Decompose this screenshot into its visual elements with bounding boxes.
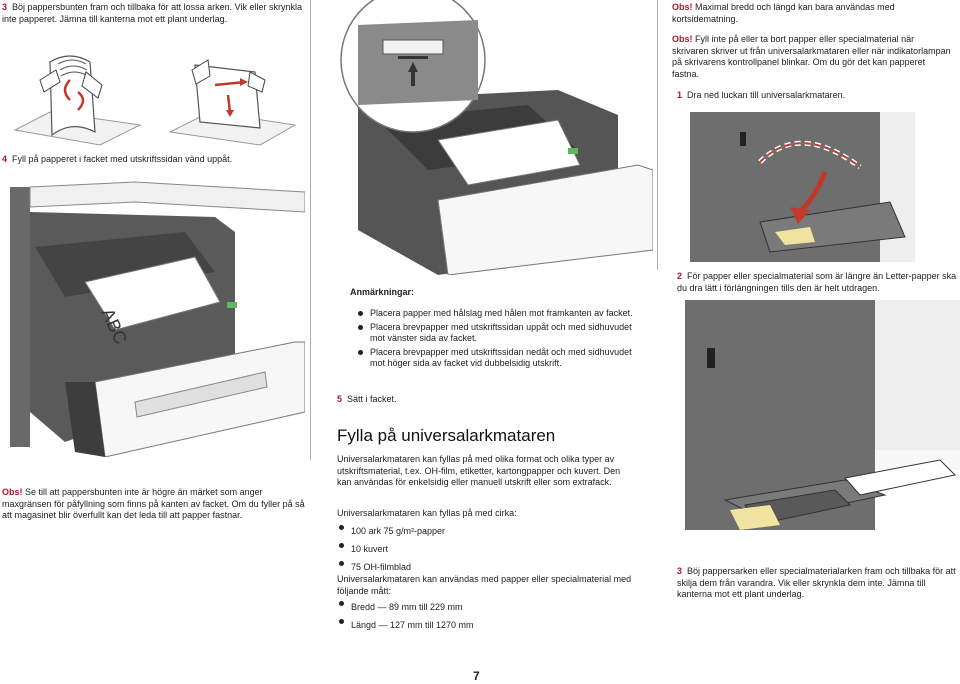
- right-obs1-label: Obs!: [672, 2, 693, 12]
- note-item: Placera brevpapper med utskriftssidan ne…: [356, 347, 648, 370]
- column-divider-right: [657, 0, 658, 270]
- note-item: Placera papper med hålslag med hålen mot…: [356, 308, 648, 320]
- left-obs-text: Se till att pappersbunten inte är högre …: [2, 487, 305, 520]
- right-step2-text: För papper eller specialmaterial som är …: [677, 271, 957, 293]
- right-obs1: Obs! Maximal bredd och längd kan bara an…: [672, 2, 932, 25]
- capacity-list: 100 ark 75 g/m²-papper 10 kuvert 75 OH-f…: [337, 522, 637, 576]
- middle-step5: 5 Sätt i facket.: [337, 394, 637, 406]
- left-step4: 4 Fyll på papperet i facket med utskrift…: [2, 154, 302, 166]
- right-step2-number: 2: [677, 271, 683, 281]
- capacity-intro: Universalarkmataren kan fyllas på med ci…: [337, 508, 517, 518]
- middle-step5-number: 5: [337, 394, 343, 404]
- section-intro: Universalarkmataren kan fyllas på med ol…: [337, 454, 621, 487]
- dimension-item: Längd — 127 mm till 1270 mm: [337, 616, 637, 634]
- right-step1-text: Dra ned luckan till universalarkmataren.: [687, 90, 846, 100]
- feeder-extension-illustration: [685, 300, 960, 550]
- dimension-item: Bredd — 89 mm till 229 mm: [337, 598, 637, 616]
- right-step2: 2 För papper eller specialmaterial som ä…: [677, 271, 960, 294]
- middle-step5-text: Sätt i facket.: [347, 394, 397, 404]
- right-obs2: Obs! Fyll inte på eller ta bort papper e…: [672, 34, 952, 80]
- right-step1: 1 Dra ned luckan till universalarkmatare…: [677, 90, 947, 102]
- section-title: Fylla på universalarkmataren: [337, 426, 556, 445]
- tray-load-illustration: ABC: [5, 172, 305, 457]
- right-obs2-text: Fyll inte på eller ta bort papper eller …: [672, 34, 951, 79]
- left-step3: 3 Böj pappersbunten fram och tillbaka fö…: [2, 2, 302, 25]
- page-number: 7: [473, 669, 480, 683]
- column-divider-left: [310, 0, 311, 460]
- paper-flex-illustration: [10, 40, 300, 155]
- left-obs-label: Obs!: [2, 487, 23, 497]
- capacity-item: 75 OH-filmblad: [337, 558, 637, 576]
- left-step3-number: 3: [2, 2, 8, 12]
- notes-list: Placera papper med hålslag med hålen mot…: [356, 308, 648, 372]
- dimensions-intro: Universalarkmataren kan användas med pap…: [337, 574, 632, 596]
- right-step1-number: 1: [677, 90, 683, 100]
- left-step3-text: Böj pappersbunten fram och tillbaka för …: [2, 2, 303, 24]
- left-obs: Obs! Se till att pappersbunten inte är h…: [2, 487, 307, 522]
- right-step3-text: Böj pappersarken eller specialmaterialar…: [677, 566, 956, 599]
- feeder-door-illustration: [690, 112, 915, 262]
- left-step4-number: 4: [2, 154, 8, 164]
- note-item: Placera brevpapper med utskriftssidan up…: [356, 322, 648, 345]
- right-step3-number: 3: [677, 566, 683, 576]
- right-obs2-label: Obs!: [672, 34, 693, 44]
- notes-title: Anmärkningar:: [350, 287, 415, 297]
- right-obs1-text: Maximal bredd och längd kan bara använda…: [672, 2, 895, 24]
- right-step3: 3 Böj pappersarken eller specialmaterial…: [677, 566, 957, 601]
- capacity-item: 100 ark 75 g/m²-papper: [337, 522, 637, 540]
- printer-tray-closeup-illustration: [318, 0, 653, 275]
- left-step4-text: Fyll på papperet i facket med utskriftss…: [12, 154, 233, 164]
- capacity-item: 10 kuvert: [337, 540, 637, 558]
- dimensions-list: Bredd — 89 mm till 229 mm Längd — 127 mm…: [337, 598, 637, 634]
